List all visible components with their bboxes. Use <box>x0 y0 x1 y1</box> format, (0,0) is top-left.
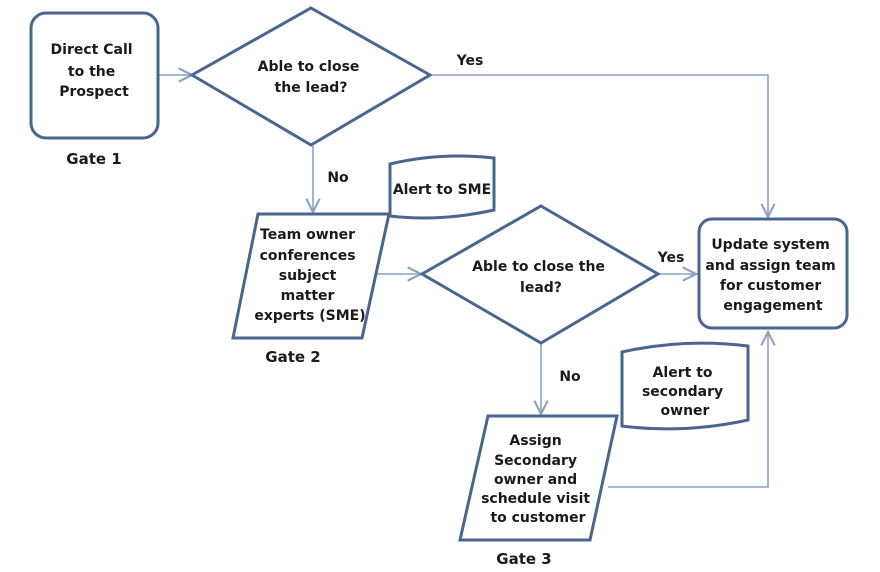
decision2-label-line-1: Able to close the <box>472 259 605 275</box>
decision2-label-line-2: lead? <box>520 280 562 296</box>
assign-label-line-1: Assign <box>509 433 561 449</box>
start-label: Direct Call to the Prospect <box>51 42 138 100</box>
connectors <box>159 74 768 488</box>
alert-secondary-label-line-2: secondary <box>642 384 723 400</box>
start-shape <box>29 11 160 140</box>
assign-parallelogram <box>458 414 619 542</box>
decision2-label: Able to close the lead? <box>472 259 610 296</box>
start-label-line-2: to the <box>68 64 115 80</box>
update-node: Update system and assign team for custom… <box>697 217 849 330</box>
assign-label-line-3: owner and <box>494 472 577 488</box>
alert-sme-label: Alert to SME <box>393 182 491 198</box>
connector-decision1-yes-to-update <box>430 74 768 217</box>
decision1-label: Able to close the lead? <box>258 59 365 96</box>
alert-secondary-label-line-1: Alert to <box>653 365 713 381</box>
sme-label-line-5: experts (SME) <box>254 308 365 324</box>
gate-2-label: Gate 2 <box>265 348 320 366</box>
gate-1-label: Gate 1 <box>66 150 121 168</box>
decision1-no-label: No <box>327 170 349 186</box>
assign-label-line-4: schedule visit <box>481 491 590 507</box>
sme-label-line-2: conferences <box>260 248 356 264</box>
connector-assign-to-update <box>608 332 768 488</box>
alert-secondary-label: Alert to secondary owner <box>642 365 728 419</box>
assign-label-line-2: Secondary <box>494 453 577 469</box>
decision1-label-line-2: the lead? <box>275 80 348 96</box>
sme-parallelogram <box>231 212 391 340</box>
gate-3-label: Gate 3 <box>496 550 551 568</box>
alert-sme-document-shape <box>388 154 496 220</box>
decision1-node: Able to close the lead? <box>188 6 434 147</box>
update-label-line-2: and assign team <box>705 258 835 274</box>
update-label-line-1: Update system <box>711 237 830 253</box>
alert-secondary-node: Alert to secondary owner <box>620 341 750 431</box>
sme-label-line-3: subject <box>279 268 337 284</box>
sme-label-line-4: matter <box>281 288 335 304</box>
sme-node: Team owner conferences subject matter ex… <box>231 212 391 340</box>
decision1-diamond <box>188 6 434 147</box>
decision2-diamond <box>418 204 661 345</box>
start-label-line-1: Direct Call <box>51 42 133 58</box>
decision1-label-line-1: Able to close <box>258 59 360 75</box>
decision2-node: Able to close the lead? <box>418 204 661 345</box>
decision2-no-label: No <box>559 369 581 385</box>
decision1-yes-label: Yes <box>456 53 484 69</box>
start-node: Direct Call to the Prospect <box>29 11 160 140</box>
decision2-yes-label: Yes <box>657 250 685 266</box>
sme-label: Team owner conferences subject matter ex… <box>254 227 365 324</box>
update-label-line-3: for customer <box>720 278 821 294</box>
alert-secondary-document-shape <box>620 341 750 431</box>
assign-label-line-5: to customer <box>490 510 585 526</box>
update-shape <box>697 217 849 330</box>
sme-label-line-1: Team owner <box>260 227 355 243</box>
update-label: Update system and assign team for custom… <box>705 237 840 314</box>
update-label-line-4: engagement <box>723 298 822 314</box>
assign-node: Assign Secondary owner and schedule visi… <box>458 414 619 542</box>
alert-sme-node: Alert to SME <box>388 154 496 220</box>
alert-secondary-label-line-3: owner <box>661 403 710 419</box>
assign-label: Assign Secondary owner and schedule visi… <box>481 433 595 526</box>
start-label-line-3: Prospect <box>59 84 129 100</box>
